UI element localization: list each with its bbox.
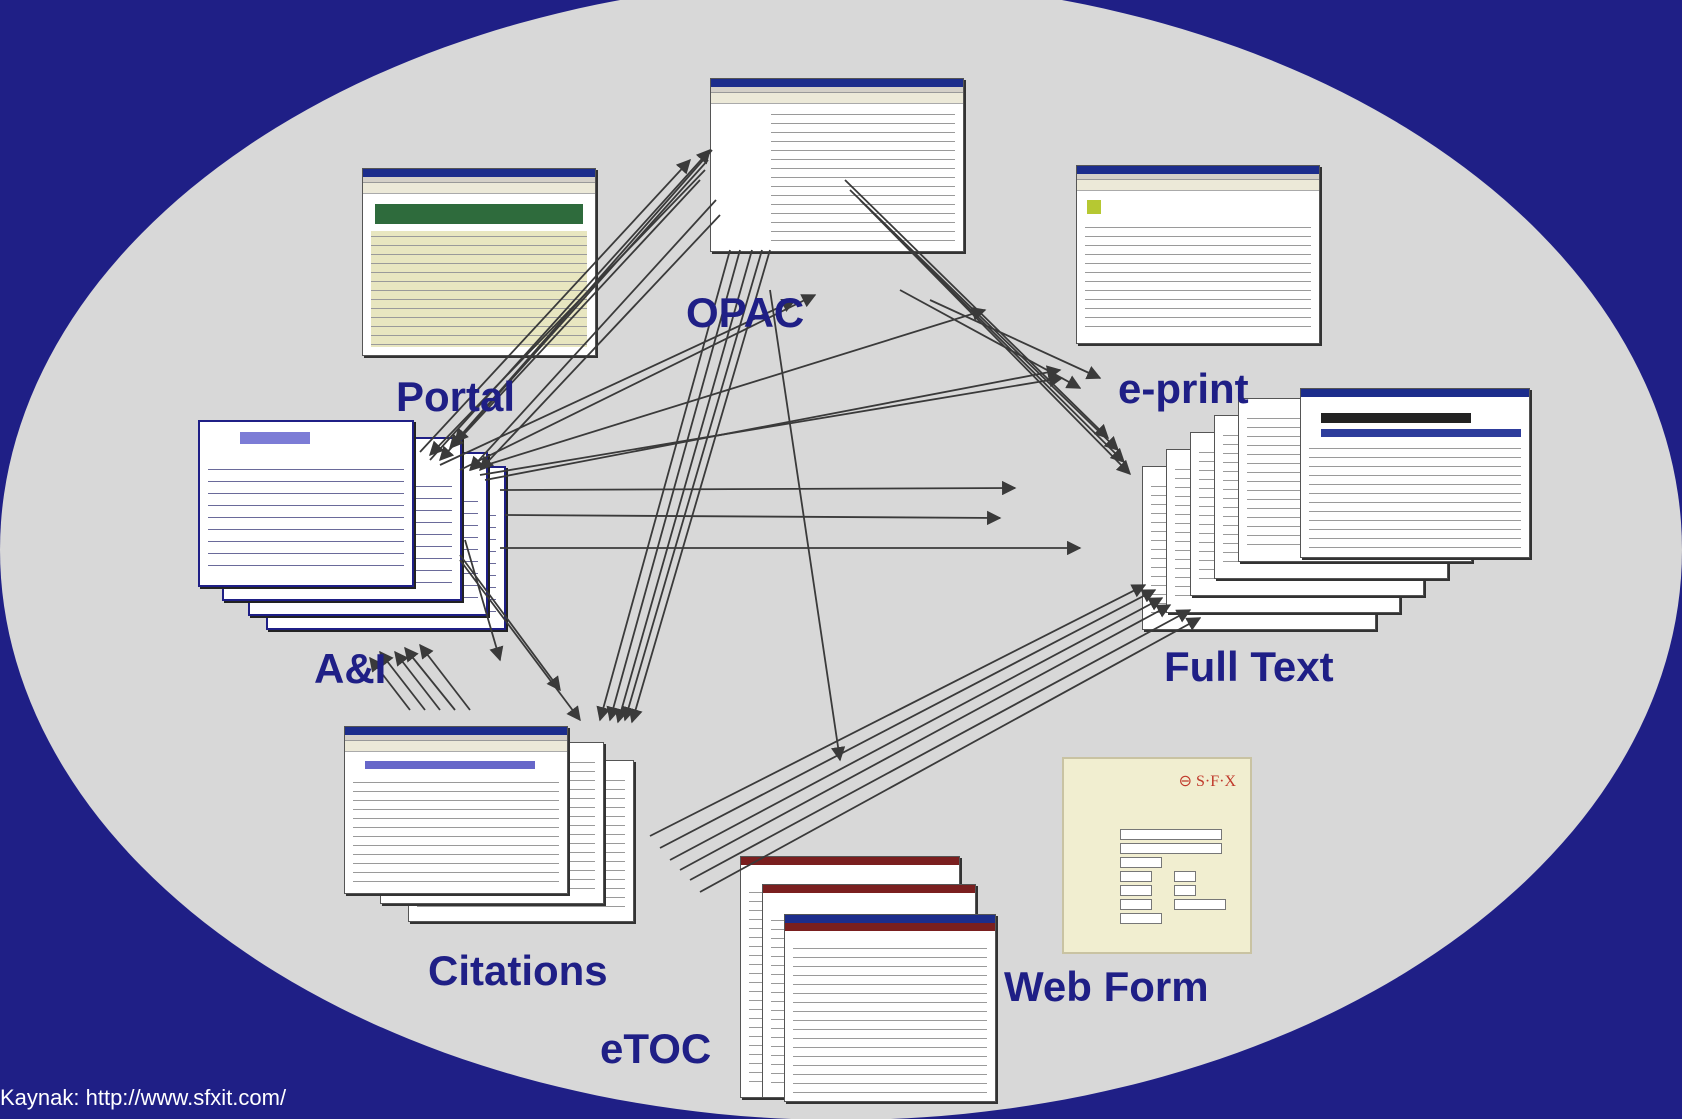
arrow-line (459, 554, 561, 692)
arrow-line (769, 289, 846, 762)
arrow-line (459, 559, 581, 722)
arrow-line (689, 609, 1192, 881)
label-portal: Portal (396, 373, 516, 420)
arrow-line (459, 294, 817, 471)
arrow-line (899, 289, 1082, 389)
arrow-line (869, 209, 1132, 476)
arrow-line (659, 589, 1157, 849)
arrow-line (429, 148, 711, 461)
sfx-web-form-screenshot: ⊖ S·F·X (1062, 757, 1252, 954)
source-caption: Kaynak: http://www.sfxit.com/ (0, 1085, 287, 1110)
arrow-line (429, 169, 706, 457)
fulltext-page-1 (1300, 388, 1530, 558)
label-webform: Web Form (1004, 963, 1209, 1010)
arrow-line (649, 584, 1147, 837)
arrow-line (484, 365, 1062, 481)
arrow-line (596, 249, 731, 722)
arrow-line (479, 214, 721, 472)
arrow-line (499, 480, 1017, 496)
arrow-line (699, 617, 1202, 893)
arrow-line (439, 179, 701, 462)
arrow-line (379, 650, 426, 711)
sfx-logo: ⊖ S·F·X (1178, 773, 1236, 790)
arrow-line (679, 604, 1172, 871)
ai-page-1 (198, 420, 414, 587)
opac-screenshot (710, 78, 964, 252)
etoc-page-1 (784, 914, 996, 1102)
arrow-line (621, 249, 763, 722)
arrow-line (394, 650, 441, 711)
arrow-line (929, 299, 1102, 380)
arrow-line (454, 149, 713, 444)
arrow-line (614, 249, 753, 724)
arrow-line (469, 306, 987, 471)
arrow-line (844, 179, 1110, 440)
label-ai: A&I (314, 645, 387, 692)
arrow-line (439, 298, 797, 466)
arrow-line (606, 249, 741, 722)
label-citations: Citations (428, 947, 608, 994)
arrow-line (419, 158, 691, 453)
arrow-line (669, 597, 1164, 861)
arrow-line (464, 539, 504, 662)
label-fulltext: Full Text (1164, 643, 1334, 690)
arrow-line (504, 510, 1002, 526)
arrow-line (419, 643, 471, 711)
arrow-line (479, 373, 1064, 476)
arrow-line (469, 199, 717, 472)
label-eprint: e-print (1118, 365, 1249, 412)
arrow-line (404, 646, 456, 711)
label-etoc: eTOC (600, 1025, 712, 1072)
arrow-line (369, 656, 411, 711)
eprint-screenshot (1076, 165, 1320, 344)
citations-page-1 (344, 726, 568, 894)
label-opac: OPAC (686, 289, 805, 336)
